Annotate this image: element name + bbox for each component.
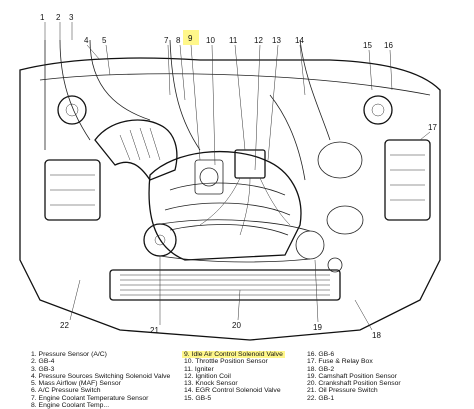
callout-15: 15 bbox=[363, 41, 372, 50]
throttle-body bbox=[194, 159, 224, 195]
legend-item: 19. Camshaft Position Sensor bbox=[307, 372, 397, 380]
right-strut-tower bbox=[363, 95, 393, 125]
vehicle-body-outline bbox=[19, 57, 441, 341]
crankshaft-pulley-hub bbox=[154, 234, 166, 246]
wiring-harness bbox=[44, 39, 201, 151]
callout-12: 12 bbox=[254, 36, 263, 45]
alternator bbox=[295, 230, 325, 260]
intake-duct-ribs bbox=[119, 127, 161, 161]
legend-item: 8. Engine Coolant Temp... bbox=[31, 402, 110, 409]
right-strut-tower-inner bbox=[371, 103, 385, 117]
legend-item: 13. Knock Sensor bbox=[184, 380, 238, 388]
legend-item: 4. Pressure Sources Switching Solenoid V… bbox=[31, 372, 171, 380]
legend-item: 1. Pressure Sensor (A/C) bbox=[31, 351, 107, 358]
throttle-body-bore bbox=[199, 167, 219, 187]
legend-item: 6. A/C Pressure Switch bbox=[31, 387, 101, 395]
callout-9: 9 bbox=[188, 34, 193, 43]
legend-item: 20. Crankshaft Position Sensor bbox=[307, 380, 401, 388]
callout-18: 18 bbox=[372, 331, 381, 340]
legend-item: 21. Oil Pressure Switch bbox=[307, 387, 378, 395]
legend-item: 18. GB-2 bbox=[307, 365, 335, 373]
vacuum-hoses bbox=[269, 39, 331, 181]
callout-20: 20 bbox=[232, 321, 241, 330]
leader-lines bbox=[44, 22, 431, 331]
radiator-cap bbox=[327, 257, 343, 273]
callout-1: 1 bbox=[40, 13, 45, 22]
callout-10: 10 bbox=[206, 36, 215, 45]
legend-item: 3. GB-3 bbox=[31, 365, 55, 373]
engine-compartment-diagram: 1 2 3 4 5 7 8 9 10 11 12 13 14 15 16 17 … bbox=[19, 13, 441, 341]
legend-item: 15. GB-5 bbox=[184, 394, 212, 402]
legend-item: 14. EGR Control Solenoid Valve bbox=[184, 387, 281, 395]
callout-7: 7 bbox=[164, 36, 169, 45]
legend-item: 7. Engine Coolant Temperature Sensor bbox=[31, 394, 149, 402]
left-strut-tower bbox=[57, 95, 87, 125]
washer-reservoir bbox=[326, 205, 364, 235]
legend-item: 22. GB-1 bbox=[307, 394, 335, 402]
callout-3: 3 bbox=[69, 13, 74, 22]
callout-2: 2 bbox=[56, 13, 61, 22]
air-intake-duct bbox=[94, 119, 178, 181]
fuse-relay-box bbox=[384, 139, 431, 221]
legend-item: 12. Ignition Coil bbox=[184, 372, 231, 380]
callout-14: 14 bbox=[295, 36, 304, 45]
coolant-reservoir bbox=[317, 141, 363, 179]
legend-item: 10. Throttle Position Sensor bbox=[184, 358, 268, 366]
legend-item: 2. GB-4 bbox=[31, 358, 55, 366]
callout-21: 21 bbox=[150, 326, 159, 335]
air-box-detail bbox=[50, 174, 95, 206]
callout-5: 5 bbox=[102, 36, 107, 45]
radiator bbox=[109, 269, 341, 301]
callout-9-highlight bbox=[183, 30, 199, 45]
radiator-fins bbox=[120, 274, 330, 296]
callout-16: 16 bbox=[384, 41, 393, 50]
callout-17: 17 bbox=[428, 123, 437, 132]
intake-manifold bbox=[148, 151, 302, 261]
left-strut-tower-inner bbox=[65, 103, 79, 117]
firewall-line bbox=[39, 73, 431, 96]
spark-plug-wires bbox=[199, 177, 291, 236]
callout-8: 8 bbox=[176, 36, 181, 45]
legend-item: 11. Igniter bbox=[184, 365, 214, 373]
callout-13: 13 bbox=[272, 36, 281, 45]
manifold-runners bbox=[164, 182, 291, 236]
legend-item: 16. GB-6 bbox=[307, 351, 335, 358]
callout-4: 4 bbox=[84, 36, 89, 45]
fuse-box-detail bbox=[390, 154, 425, 201]
legend-item: 9. Idle Air Control Solenoid Valve bbox=[182, 351, 285, 359]
callout-11: 11 bbox=[229, 36, 238, 45]
air-box bbox=[44, 159, 101, 221]
callout-22: 22 bbox=[60, 321, 69, 330]
legend-item: 17. Fuse & Relay Box bbox=[307, 358, 373, 366]
legend-item: 5. Mass Airflow (MAF) Sensor bbox=[31, 380, 121, 388]
drive-belt bbox=[159, 219, 311, 263]
ignition-coil bbox=[234, 149, 266, 179]
callout-19: 19 bbox=[313, 323, 322, 332]
